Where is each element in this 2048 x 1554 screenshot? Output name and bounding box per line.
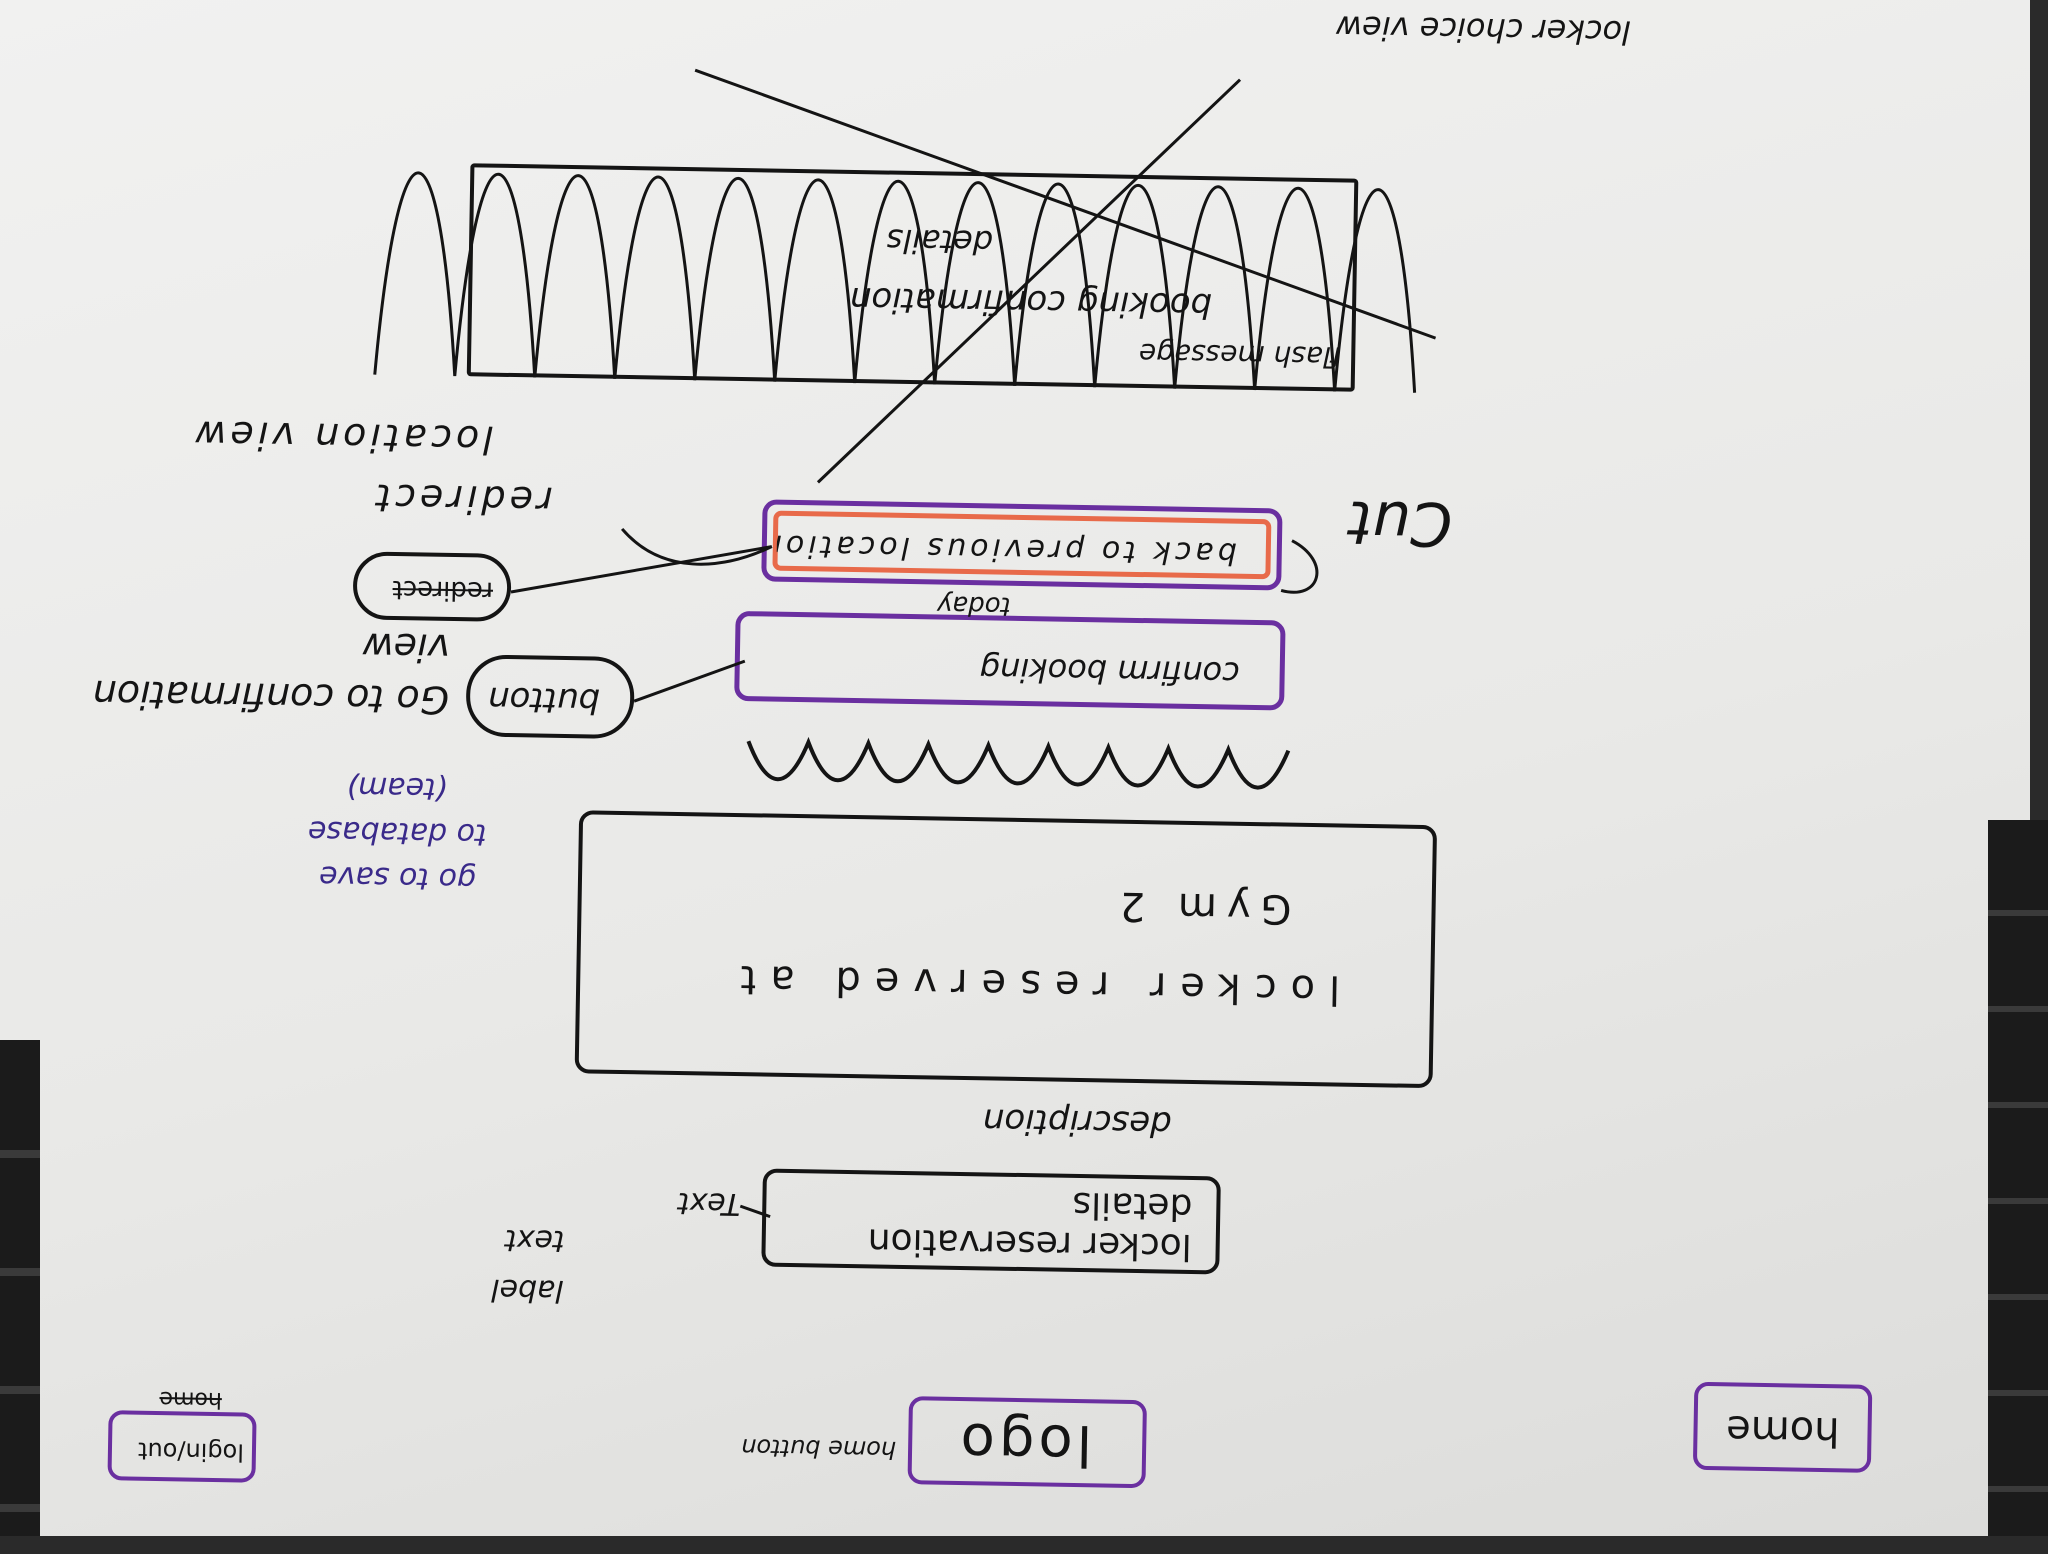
cross-line-2 (816, 78, 1242, 484)
laptop-keyboard-edge-left (0, 1040, 40, 1536)
paper-sheet (0, 0, 2030, 1536)
arrow-cut (1280, 539, 1319, 594)
connector-button (633, 659, 746, 703)
laptop-keyboard-edge (1988, 820, 2048, 1536)
arrow-redirect (620, 527, 773, 566)
connector-redirect (510, 545, 773, 594)
arrow-text (739, 1204, 771, 1219)
scribble-wavy-strip (746, 736, 1291, 790)
cross-line-1 (694, 68, 1437, 340)
scribble-zigzag (373, 171, 1417, 393)
